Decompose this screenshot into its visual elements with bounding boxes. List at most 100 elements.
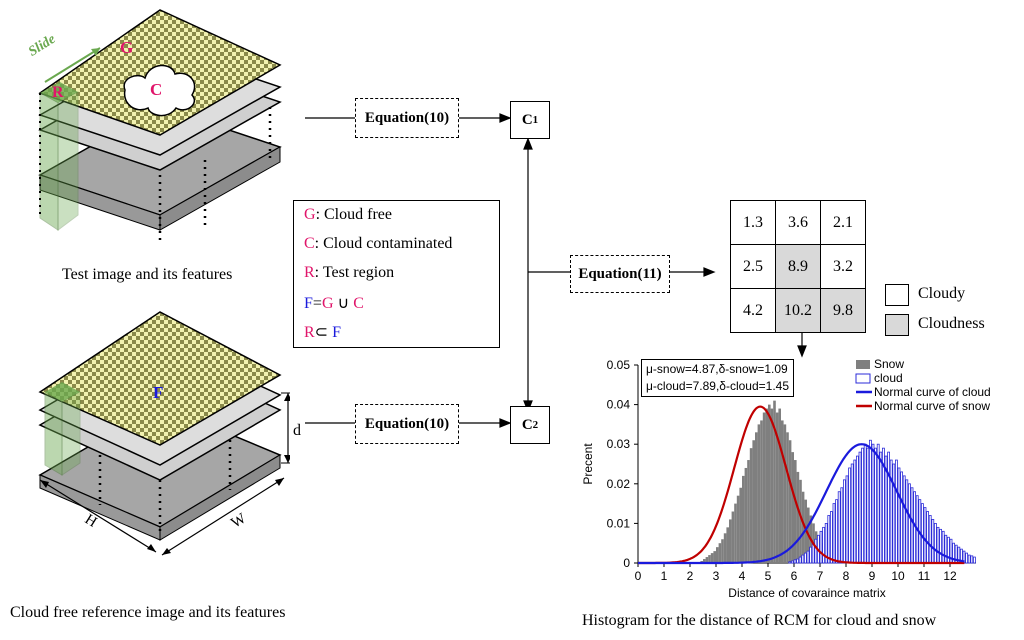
cloud-bar (868, 439, 872, 564)
cloud-bar (866, 447, 870, 564)
x-tick-label: 4 (739, 569, 746, 583)
legend-entry: Snow (874, 357, 904, 371)
cloud-bar (835, 499, 839, 564)
cloud-bar (819, 530, 823, 564)
cloud-bar (796, 558, 800, 564)
snow-bar (781, 420, 784, 563)
cloud-bar (837, 491, 841, 564)
cloud-bar (832, 503, 836, 564)
snow-bar (718, 543, 722, 563)
snow-bar (710, 553, 714, 563)
stats-box: μ-snow=4.87,δ-snow=1.09 μ-cloud=7.89,δ-c… (641, 359, 795, 397)
y-tick-label: 0.04 (607, 398, 631, 412)
reference-image-stack (38, 311, 290, 556)
snow-bar (749, 448, 753, 563)
snow-bar (765, 408, 768, 563)
matrix-cell: 4.2 (730, 288, 776, 333)
cloud-bar (814, 538, 818, 564)
cloud-bar (806, 550, 810, 564)
r-subset-definition: R⊂ F (304, 324, 341, 341)
x-tick-label: 2 (687, 569, 694, 583)
x-tick-label: 6 (791, 569, 798, 583)
snow-bar (794, 460, 797, 563)
cloud-bar (972, 556, 976, 564)
snow-bar (773, 400, 776, 563)
x-tick-label: 1 (661, 569, 668, 583)
label-d: d (293, 422, 301, 439)
cloud-bar (889, 459, 893, 564)
snow-bar (736, 495, 740, 563)
cloud-bar (944, 534, 948, 564)
x-tick-label: 9 (869, 569, 876, 583)
equation-11: Equation(11) (570, 255, 670, 293)
snow-bar (752, 440, 755, 563)
cloud-bar (970, 555, 974, 564)
cloud-bar (801, 554, 805, 564)
snow-bar (760, 420, 763, 563)
matrix-cell: 2.5 (730, 244, 776, 289)
snow-bar (799, 479, 802, 563)
label-r: R (52, 84, 64, 101)
snow-bar (744, 467, 748, 563)
cloud-normal-curve (638, 443, 965, 565)
snow-bar (755, 432, 758, 563)
c-symbol: C (304, 235, 315, 252)
snow-bar (713, 551, 716, 563)
cloudy-swatch (885, 284, 909, 306)
cloud-bar (900, 471, 904, 564)
label-g: G (120, 38, 134, 57)
x-tick-label: 5 (765, 569, 772, 583)
stats-line-1: μ-snow=4.87,δ-snow=1.09 (646, 362, 788, 376)
g-symbol: G (304, 206, 316, 223)
width-arrow (161, 477, 285, 556)
r-symbol: R (304, 264, 315, 281)
cloud-bar (809, 546, 813, 564)
snow-bar (757, 424, 761, 563)
cloud-bar (842, 479, 846, 564)
cloud-bar (936, 526, 940, 564)
cloud-bar (861, 447, 865, 564)
cloud-bar (840, 487, 844, 564)
x-tick-label: 12 (943, 569, 957, 583)
snow-bar (747, 460, 750, 563)
snow-bar (726, 527, 729, 563)
snow-bar (721, 539, 724, 563)
snow-bar (796, 471, 800, 563)
cloud-bar (931, 519, 935, 564)
snow-bar (703, 559, 706, 563)
cloud-bar (845, 475, 849, 564)
cloud-bar (941, 530, 945, 564)
cloud-bar (926, 511, 930, 564)
cloudy-label: Cloudy (918, 285, 966, 302)
cloud-bar (874, 447, 878, 564)
cloud-bar (853, 459, 857, 564)
cloud-bar (910, 487, 914, 564)
snow-bar (791, 452, 794, 563)
cloud-bar (790, 560, 794, 564)
cloud-bar (897, 467, 901, 564)
x-tick-label: 11 (918, 569, 931, 583)
snow-bar (742, 475, 745, 563)
snow-bar (731, 511, 735, 563)
legend-snow-swatch (856, 360, 870, 369)
cloud-bar (933, 522, 937, 564)
snow-bar (768, 404, 771, 563)
cloud-bar (894, 459, 898, 564)
f-definition: F=G ∪ C (304, 295, 364, 312)
cloud-bar (788, 561, 792, 564)
cloud-bar (863, 443, 867, 564)
matrix-cell: 2.1 (820, 200, 866, 245)
cloud-bar (848, 467, 852, 564)
ref-checker-top-layer (38, 311, 282, 446)
cloud-bar (879, 451, 883, 564)
cloud-bar (871, 443, 875, 564)
test-region-prism (40, 82, 78, 103)
cloud-bar (803, 552, 807, 564)
x-tick-label: 7 (817, 569, 824, 583)
cloud-bar (967, 554, 971, 564)
y-tick-label: 0.02 (607, 477, 631, 491)
